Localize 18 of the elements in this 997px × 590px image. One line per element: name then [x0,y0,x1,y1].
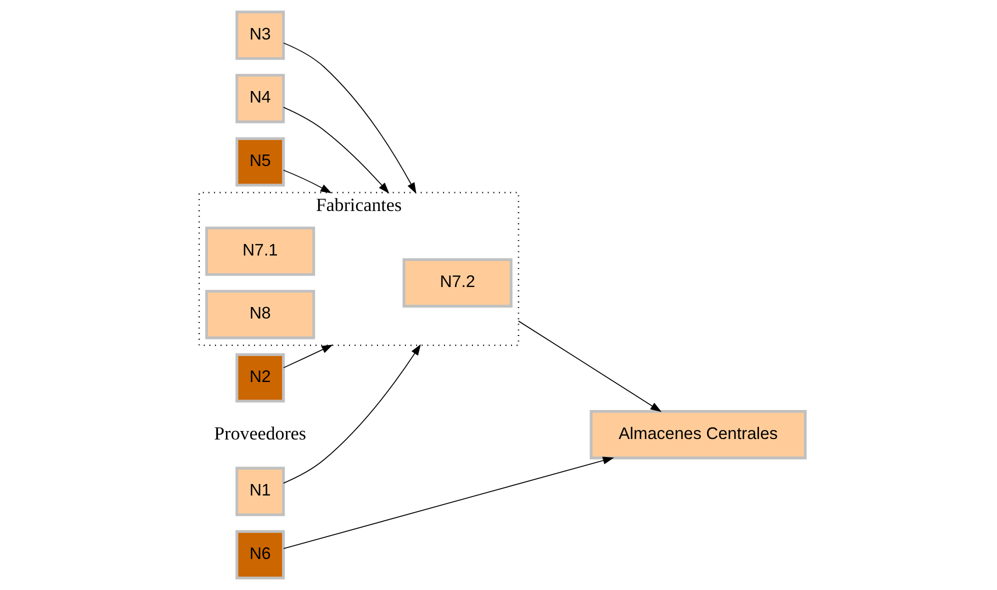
node-box: Almacenes Centrales [590,410,807,460]
node-box: N3 [235,10,285,60]
node-box: N8 [205,290,316,340]
arrow [283,106,390,194]
node-box: N7.2 [402,258,512,308]
arrow [283,344,333,368]
arrow [283,456,614,550]
node-box: N7.1 [205,226,316,276]
arrow [282,170,332,194]
node-box: N2 [235,353,285,403]
arrow [518,320,662,412]
label: Proveedores [214,423,306,444]
node-box: N4 [235,74,285,124]
node-box: N1 [235,466,285,516]
node-box: N5 [235,137,285,187]
arrow [283,344,421,484]
arrow [283,42,416,194]
node-box: N6 [235,530,285,580]
